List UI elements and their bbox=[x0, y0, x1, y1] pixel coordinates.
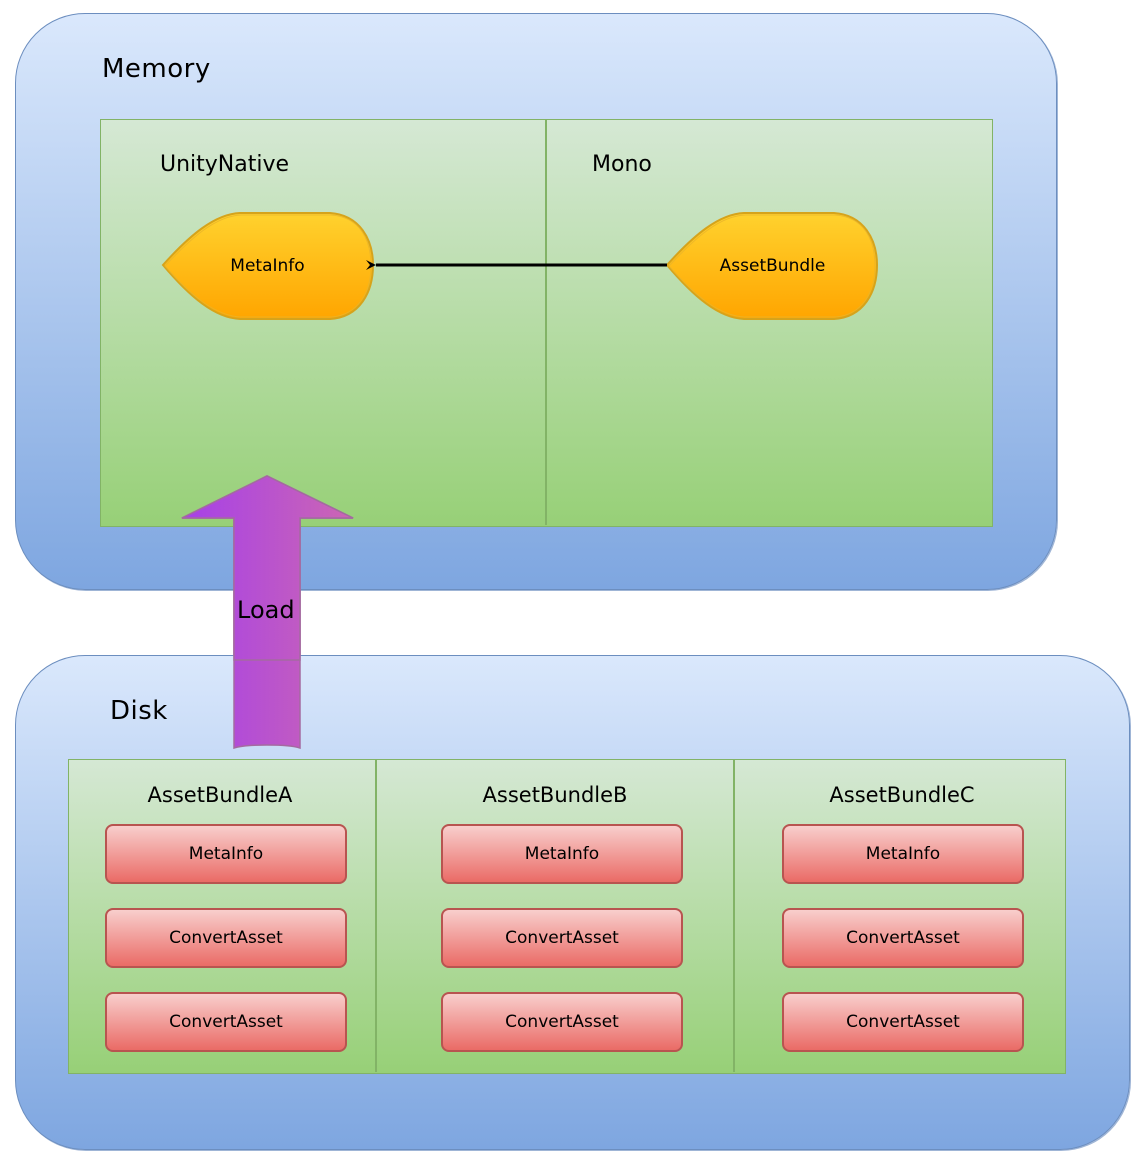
disk-panel-divider-1 bbox=[375, 760, 377, 1072]
bundle-item-metainfo[interactable]: MetaInfo bbox=[441, 824, 683, 884]
load-arrow-text: Load bbox=[237, 596, 295, 624]
bundle-item-convertasset[interactable]: ConvertAsset bbox=[441, 992, 683, 1052]
bundle-item-label: ConvertAsset bbox=[846, 928, 960, 948]
bundle-item-metainfo[interactable]: MetaInfo bbox=[782, 824, 1024, 884]
bundle-title: AssetBundleB bbox=[482, 783, 628, 807]
bundle-item-convertasset[interactable]: ConvertAsset bbox=[782, 992, 1024, 1052]
memory-panel: UnityNative Mono bbox=[100, 119, 993, 527]
bundle-title: AssetBundleA bbox=[147, 783, 293, 807]
bundle-item-label: ConvertAsset bbox=[505, 1012, 619, 1032]
bundle-item-label: ConvertAsset bbox=[169, 928, 283, 948]
memory-label: Memory bbox=[102, 54, 211, 84]
bundle-title: AssetBundleC bbox=[829, 783, 975, 807]
metainfo-node-label: MetaInfo bbox=[230, 256, 305, 276]
bundle-item-label: MetaInfo bbox=[865, 844, 941, 864]
disk-label: Disk bbox=[110, 696, 168, 726]
bundle-item-label: ConvertAsset bbox=[505, 928, 619, 948]
bundle-item-convertasset[interactable]: ConvertAsset bbox=[782, 908, 1024, 968]
bundle-item-label: MetaInfo bbox=[524, 844, 600, 864]
bundle-item-metainfo[interactable]: MetaInfo bbox=[105, 824, 347, 884]
bundle-item-label: ConvertAsset bbox=[169, 1012, 283, 1032]
memory-panel-divider bbox=[545, 120, 547, 525]
disk-panel-divider-2 bbox=[733, 760, 735, 1072]
bundle-item-label: MetaInfo bbox=[188, 844, 264, 864]
bundle-item-convertasset[interactable]: ConvertAsset bbox=[105, 992, 347, 1052]
bundle-item-label: ConvertAsset bbox=[846, 1012, 960, 1032]
mono-label: Mono bbox=[592, 152, 652, 177]
bundle-item-convertasset[interactable]: ConvertAsset bbox=[441, 908, 683, 968]
bundle-item-convertasset[interactable]: ConvertAsset bbox=[105, 908, 347, 968]
assetbundle-node[interactable] bbox=[665, 212, 879, 320]
assetbundle-node-label: AssetBundle bbox=[719, 256, 826, 276]
unitynative-label: UnityNative bbox=[160, 152, 290, 177]
